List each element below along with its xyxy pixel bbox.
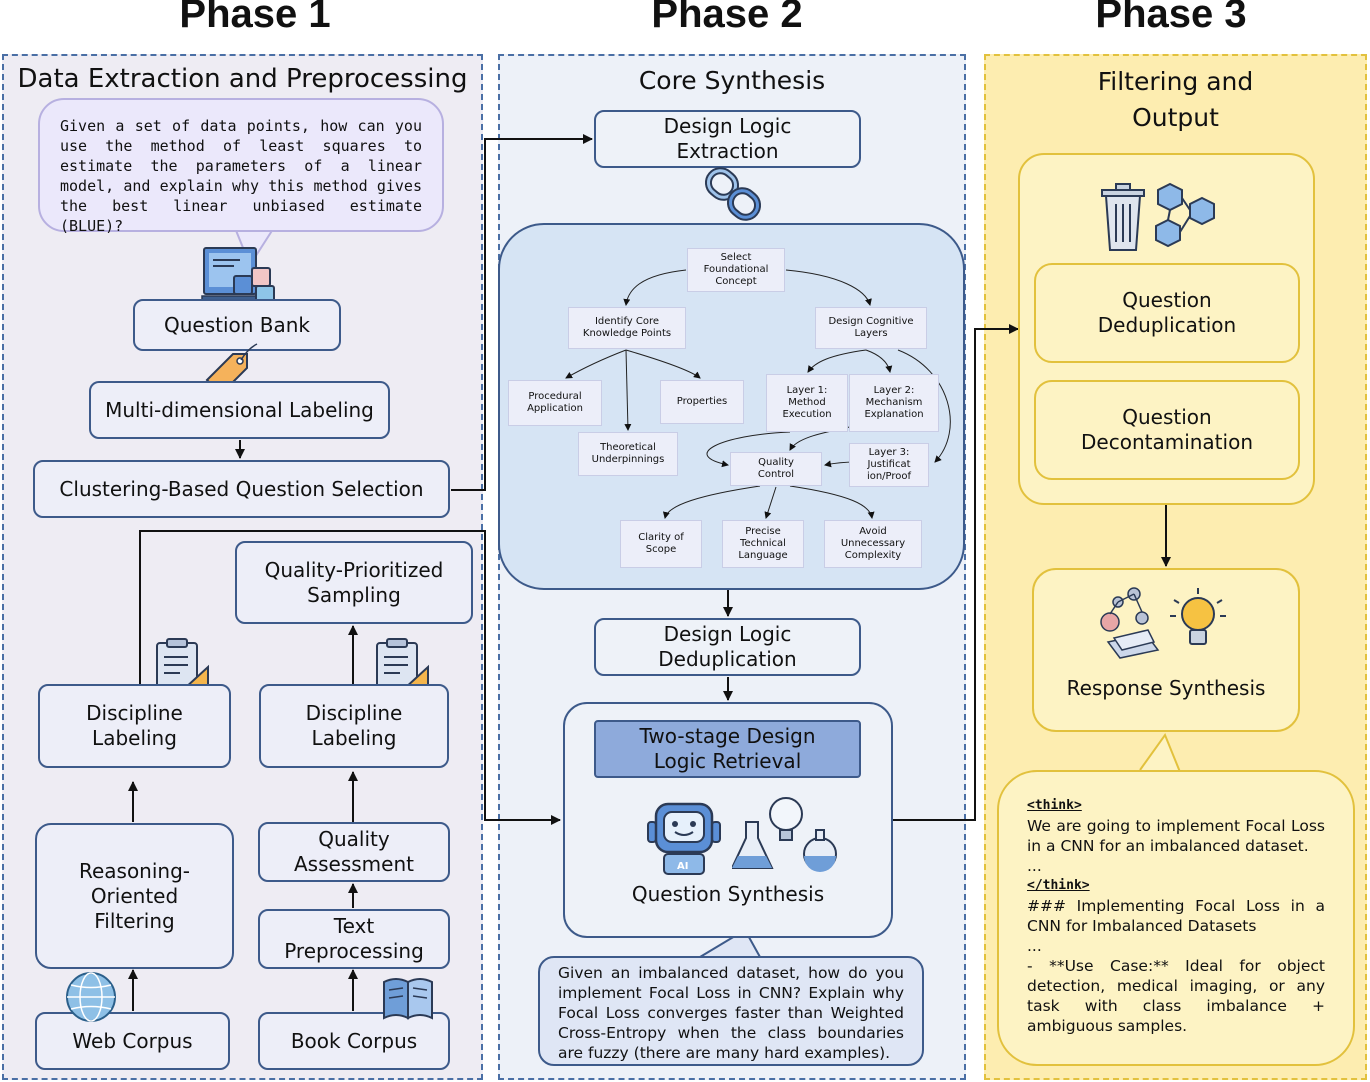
web-corpus-box: Web Corpus [35, 1012, 230, 1070]
book-corpus-box: Book Corpus [258, 1012, 450, 1070]
design-logic-extraction-box: Design Logic Extraction [594, 110, 861, 168]
tree-node-clarity: Clarity of Scope [620, 520, 702, 568]
question-decontamination-label: Question Decontamination [1081, 405, 1253, 454]
phase-2-panel-title: Core Synthesis [638, 66, 826, 95]
question-bank-label: Question Bank [163, 312, 311, 337]
discipline-labeling-right-box: Discipline Labeling [259, 684, 449, 768]
network-and-bulb-icon [1098, 584, 1238, 662]
phase-3-title: Phase 3 [1095, 0, 1247, 36]
link-icon [702, 166, 766, 224]
clustering-selection-label: Clustering-Based Question Selection [59, 476, 424, 501]
tree-node-layer-3: Layer 3: Justificat ion/Proof [849, 443, 929, 487]
multi-dimensional-labeling-box: Multi-dimensional Labeling [89, 381, 390, 439]
response-synthesis-label: Response Synthesis [1066, 676, 1266, 700]
question-dedup-box: Question Deduplication [1034, 263, 1300, 363]
response-use-case: - **Use Case:** Ideal for object detecti… [1027, 957, 1325, 1035]
web-corpus-label: Web Corpus [72, 1028, 193, 1053]
clipboard-icon-right [374, 637, 432, 693]
seed-question-text: Given a set of data points, how can you … [60, 117, 422, 235]
tree-node-layer-1: Layer 1: Method Execution [766, 374, 848, 432]
globe-icon [64, 970, 118, 1024]
think-open-tag: <think> [1027, 798, 1082, 813]
text-preprocessing-label: Text Preprocessing [284, 914, 424, 963]
discipline-labeling-right-label: Discipline Labeling [305, 701, 403, 750]
tree-node-procedural: Procedural Application [508, 380, 602, 426]
think-close-tag: </think> [1027, 878, 1090, 893]
design-logic-extraction-label: Design Logic Extraction [663, 114, 792, 163]
response-synthesis-box [1032, 568, 1300, 732]
quality-prioritized-sampling-box: Quality-Prioritized Sampling [235, 541, 473, 624]
tree-node-precise-language: Precise Technical Language [722, 520, 804, 568]
science-icon [730, 794, 840, 874]
generated-question-bubble: Given an imbalanced dataset, how do you … [538, 956, 924, 1066]
question-decontamination-box: Question Decontamination [1034, 380, 1300, 480]
robot-icon: AI [644, 794, 724, 876]
response-ellipsis-2: ... [1027, 937, 1042, 955]
phase-2-title: Phase 2 [651, 0, 803, 36]
multi-dimensional-labeling-label: Multi-dimensional Labeling [105, 397, 374, 422]
design-logic-dedup-label: Design Logic Deduplication [658, 622, 797, 671]
reasoning-filtering-label: Reasoning- Oriented Filtering [78, 858, 191, 933]
response-heading: ### Implementing Focal Loss in a CNN for… [1027, 897, 1325, 935]
question-dedup-label: Question Deduplication [1097, 288, 1237, 337]
clustering-selection-box: Clustering-Based Question Selection [33, 460, 450, 518]
two-stage-retrieval-label: Two-stage Design Logic Retrieval [639, 724, 816, 773]
tree-node-core-knowledge: Identify Core Knowledge Points [568, 307, 686, 349]
tree-node-layer-2: Layer 2: Mechanism Explanation [849, 374, 939, 432]
clipboard-icon-left [154, 637, 212, 693]
discipline-labeling-left-label: Discipline Labeling [86, 701, 183, 750]
phase-1-title: Phase 1 [179, 0, 331, 36]
generated-question-text: Given an imbalanced dataset, how do you … [558, 964, 904, 1062]
design-logic-dedup-box: Design Logic Deduplication [594, 618, 861, 676]
tree-node-theoretical: Theoretical Underpinnings [578, 432, 678, 476]
text-preprocessing-box: Text Preprocessing [258, 909, 450, 969]
quality-prioritized-sampling-label: Quality-Prioritized Sampling [264, 557, 444, 607]
reasoning-filtering-box: Reasoning- Oriented Filtering [35, 823, 234, 969]
book-icon [380, 972, 436, 1024]
tree-node-properties: Properties [660, 380, 744, 424]
trash-and-filter-icon [1098, 180, 1226, 252]
tree-node-root: Select Foundational Concept [687, 248, 785, 292]
tree-node-cognitive-layers: Design Cognitive Layers [815, 307, 927, 349]
response-ellipsis-1: ... [1027, 857, 1042, 875]
think-body: We are going to implement Focal Loss in … [1027, 817, 1325, 855]
tree-node-quality-control: Quality Control [730, 452, 822, 486]
phase-3-panel-title: Filtering and Output [1097, 67, 1254, 132]
quality-assessment-box: Quality Assessment [258, 822, 450, 882]
discipline-labeling-left-box: Discipline Labeling [38, 684, 231, 768]
phase-1-panel-title: Data Extraction and Preprocessing [17, 64, 468, 94]
tree-node-avoid-complexity: Avoid Unnecessary Complexity [824, 520, 922, 568]
seed-question-bubble: Given a set of data points, how can you … [38, 98, 444, 235]
quality-assessment-label: Quality Assessment [294, 827, 414, 876]
question-bank-box: Question Bank [133, 299, 341, 351]
book-corpus-label: Book Corpus [290, 1028, 418, 1053]
two-stage-retrieval-box: Two-stage Design Logic Retrieval [594, 720, 861, 778]
question-synthesis-label: Question Synthesis [631, 882, 825, 906]
response-bubble: <think> We are going to implement Focal … [997, 770, 1355, 1066]
robot-ai-label: AI [677, 861, 688, 872]
